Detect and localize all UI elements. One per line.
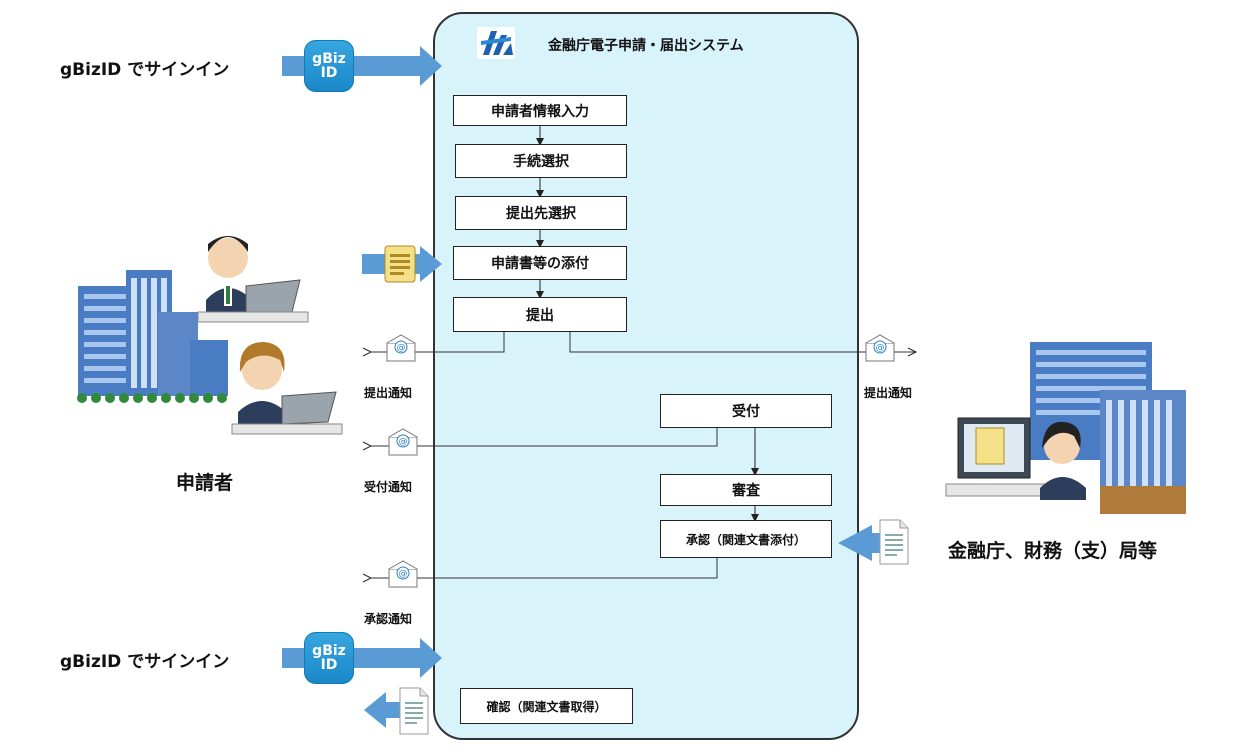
document-icon — [879, 519, 909, 565]
fsa-logo-icon — [477, 27, 515, 59]
system-title: 金融庁電子申請・届出システム — [548, 38, 744, 54]
step-review: 審査 — [660, 474, 832, 506]
actor-applicant: 申請者 — [176, 472, 234, 494]
notification-lines — [370, 332, 915, 578]
email-icon: @ — [388, 428, 418, 456]
step-submit: 提出 — [453, 297, 627, 332]
step-approve: 承認（関連文書添付） — [660, 520, 832, 558]
notice-approve: 承認通知 — [364, 612, 413, 626]
applicant-illustration — [77, 236, 343, 435]
authority-illustration — [945, 342, 1186, 514]
svg-text:@: @ — [399, 437, 408, 447]
document-icon — [399, 687, 429, 735]
svg-text:@: @ — [399, 569, 408, 579]
notice-receive: 受付通知 — [364, 480, 413, 494]
step-attach-documents: 申請書等の添付 — [453, 246, 627, 280]
notice-submit-authority: 提出通知 — [864, 386, 913, 400]
email-icon: @ — [386, 334, 416, 362]
svg-text:@: @ — [876, 343, 885, 353]
notice-submit-applicant: 提出通知 — [364, 386, 413, 400]
email-icon: @ — [865, 334, 895, 362]
signin-label-top: gBizID でサインイン — [60, 60, 230, 80]
step-destination-select: 提出先選択 — [455, 196, 627, 230]
svg-text:@: @ — [397, 343, 406, 353]
actor-authority: 金融庁、財務（支）局等 — [948, 540, 1158, 562]
step-procedure-select: 手続選択 — [455, 144, 627, 178]
step-applicant-info: 申請者情報入力 — [453, 95, 627, 126]
signin-label-bottom: gBizID でサインイン — [60, 652, 230, 672]
step-confirm: 確認（関連文書取得） — [460, 688, 633, 724]
step-connectors — [536, 126, 759, 522]
system-panel — [433, 12, 859, 740]
step-receive: 受付 — [660, 394, 832, 428]
email-icon: @ — [388, 560, 418, 588]
document-icon — [384, 245, 416, 283]
